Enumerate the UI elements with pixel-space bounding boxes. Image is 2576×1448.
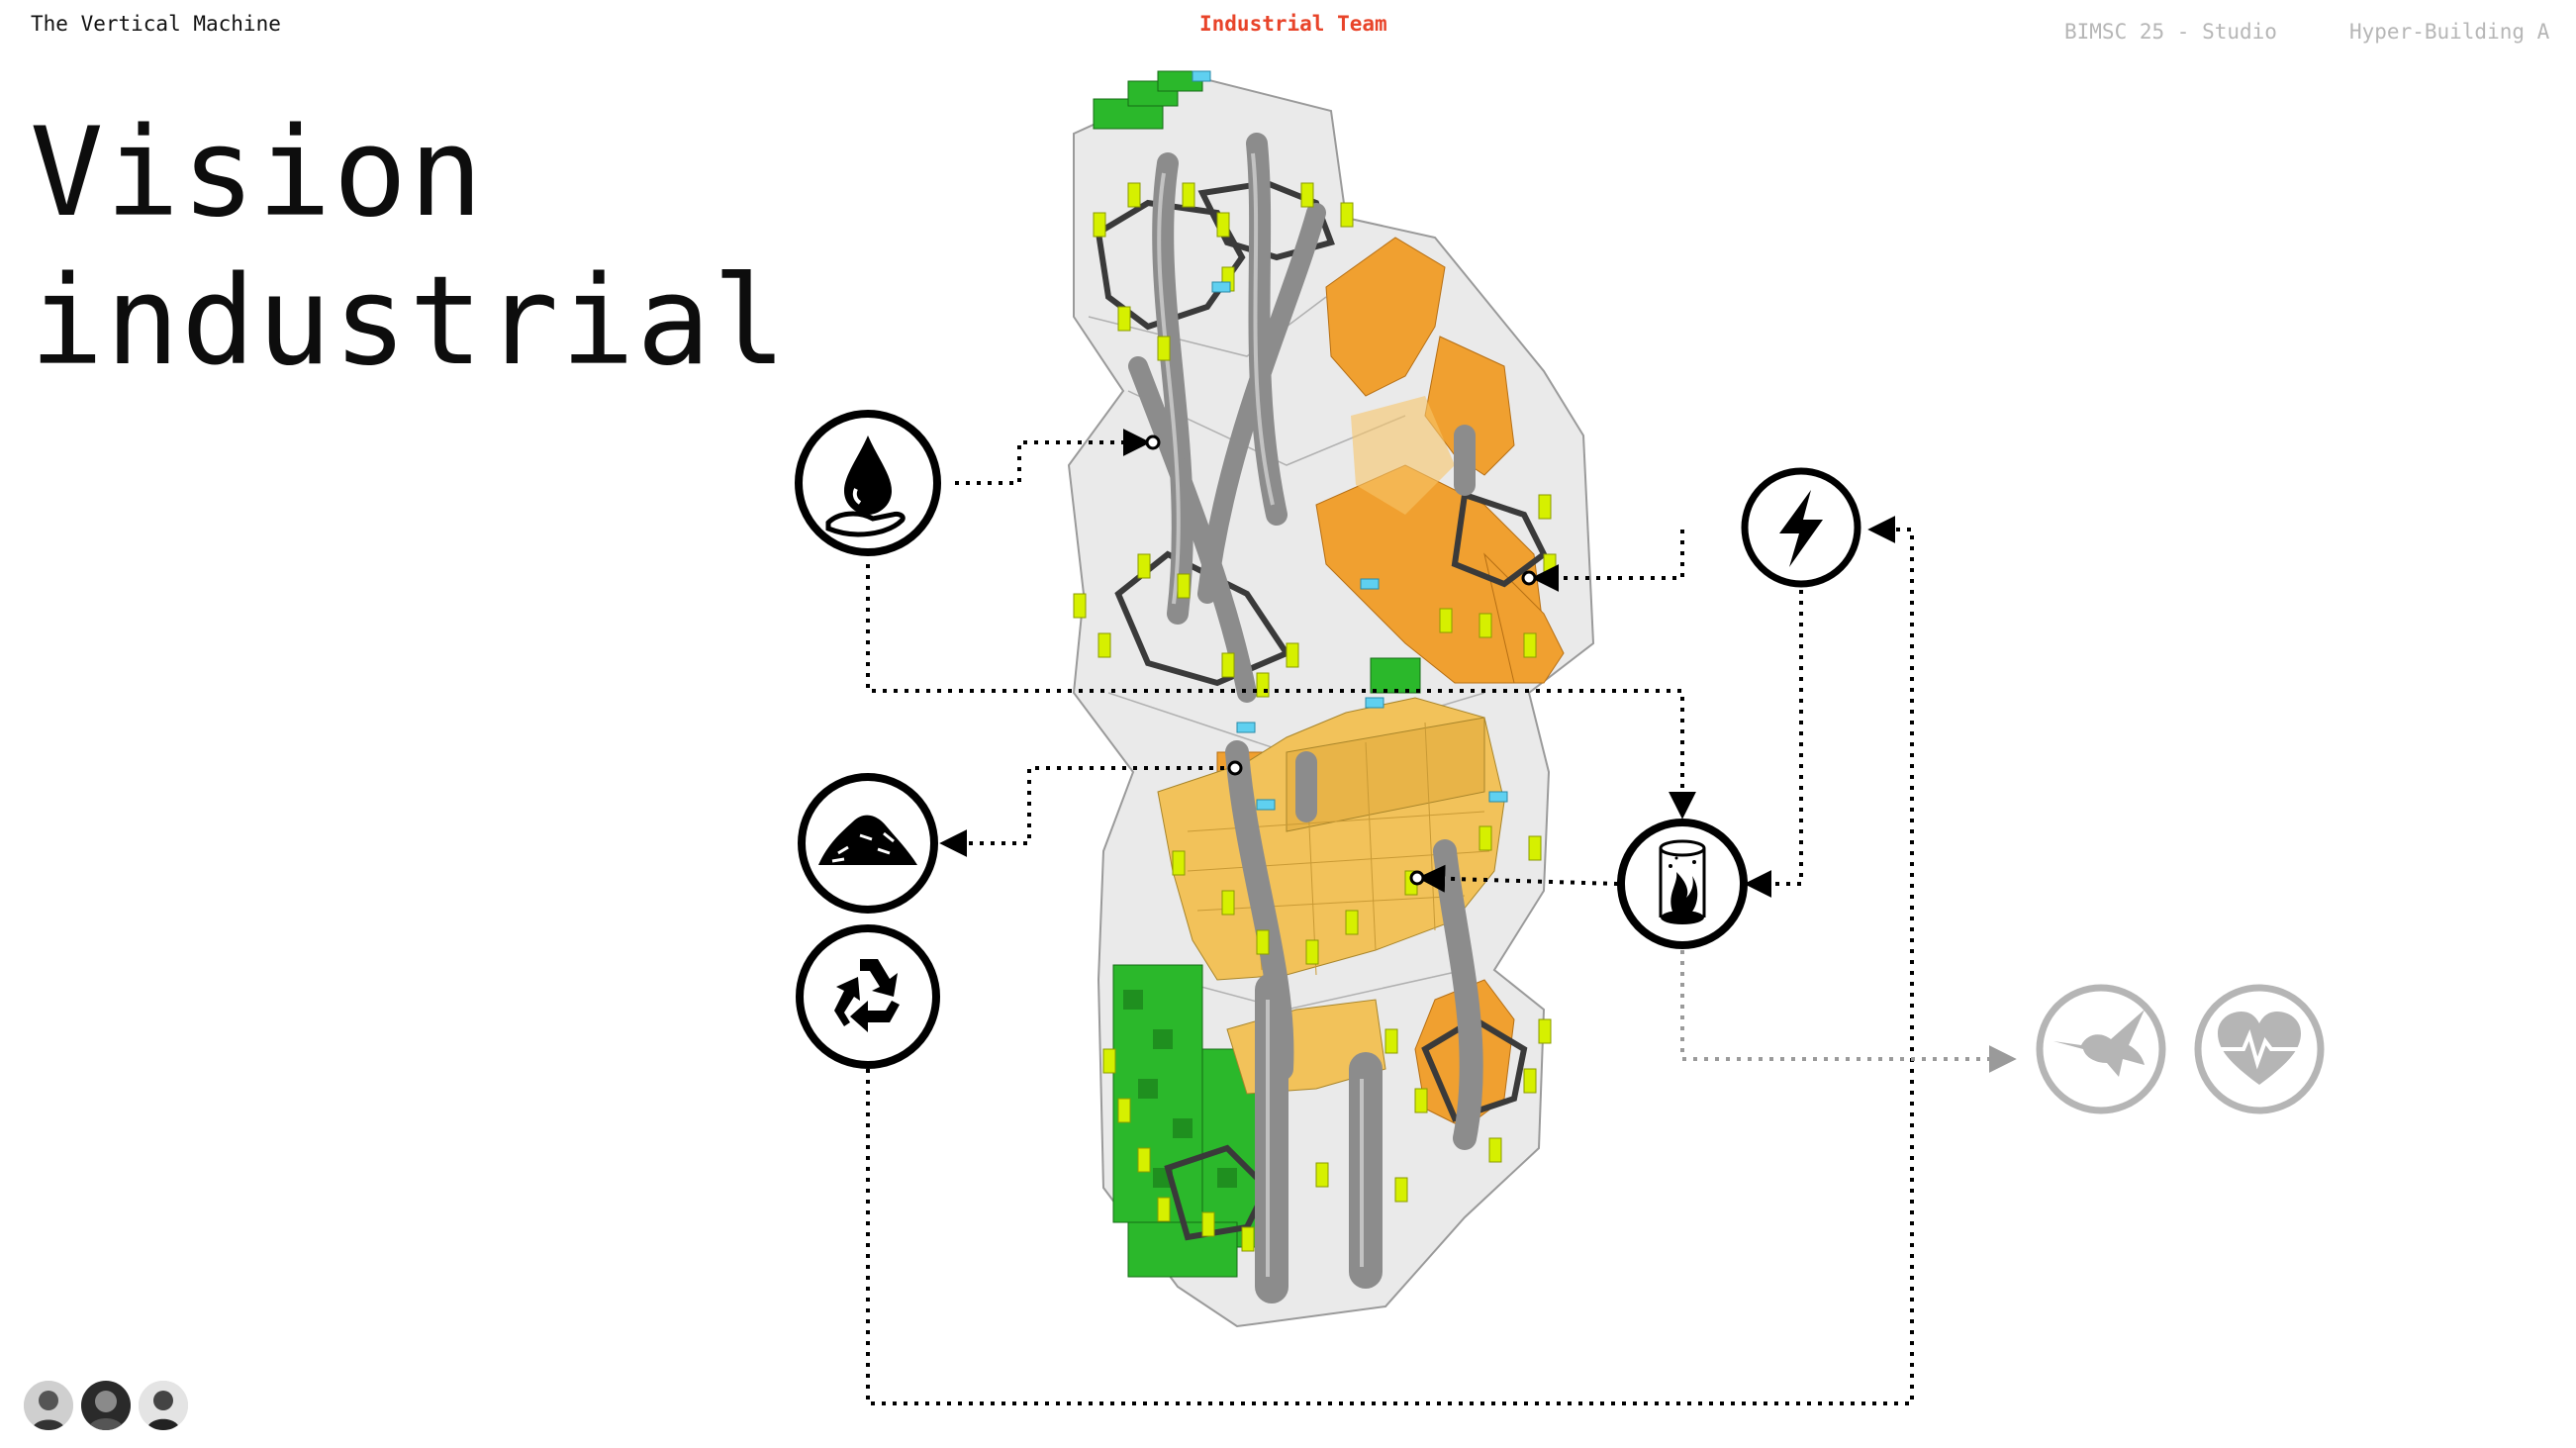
flow-connectors	[866, 429, 2017, 1405]
brand-title: The Vertical Machine	[31, 12, 281, 36]
connector-furnace-to-tower	[1417, 864, 1619, 893]
page-title-line-1: Vision	[30, 102, 485, 244]
connector-recycle-loop	[866, 516, 1914, 1405]
tower-model	[1067, 70, 1595, 1328]
furnace-reactor-icon	[1617, 819, 1748, 949]
connector-tower-to-waste	[939, 766, 1235, 857]
avatar	[81, 1381, 131, 1430]
hummingbird-icon	[2036, 984, 2166, 1114]
avatar	[24, 1381, 73, 1430]
recycle-icon	[796, 924, 940, 1069]
structural-tubes	[1128, 133, 1483, 1303]
water-hand-icon	[795, 410, 941, 556]
heart-pulse-icon	[2194, 984, 2325, 1114]
waste-pile-icon	[798, 773, 938, 914]
connector-nodes	[1145, 434, 1537, 886]
connector-furnace-to-bio	[1680, 950, 2017, 1073]
connector-energy-to-furnace	[1744, 579, 1803, 898]
page-title: Vision industrial	[30, 99, 789, 396]
connector-water-to-furnace	[866, 564, 1696, 820]
team-label: Industrial Team	[1199, 12, 1387, 36]
lightning-icon	[1741, 467, 1861, 588]
page-title-line-2: industrial	[30, 250, 789, 393]
project-label: Hyper-Building A	[2349, 20, 2550, 44]
avatar	[139, 1381, 188, 1430]
course-label: BIMSC 25 - Studio	[2064, 20, 2277, 44]
